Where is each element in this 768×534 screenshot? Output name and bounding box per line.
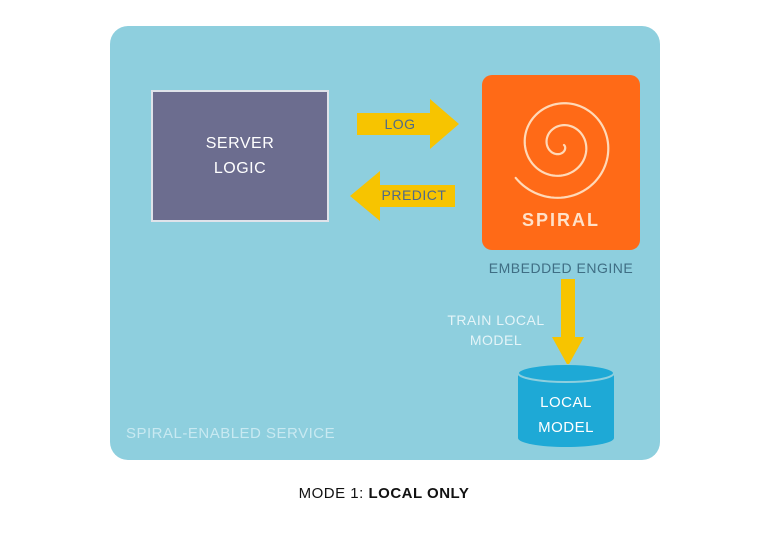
engine-name: SPIRAL bbox=[521, 210, 600, 230]
train-label-line1: TRAIN LOCAL bbox=[447, 312, 545, 328]
server-logic-label-line1: SERVER bbox=[205, 135, 275, 152]
caption-emphasis: LOCAL ONLY bbox=[368, 485, 470, 502]
train-label-line2: MODEL bbox=[469, 332, 523, 348]
service-label: SPIRAL-ENABLED SERVICE bbox=[126, 425, 336, 442]
spiral-engine-box: SPIRAL bbox=[482, 75, 640, 250]
log-arrow bbox=[357, 99, 459, 149]
predict-arrow bbox=[350, 171, 455, 221]
embedded-engine-label: EMBEDDED ENGINE bbox=[488, 260, 634, 276]
local-model-label: LOCAL MODEL bbox=[517, 390, 615, 440]
predict-label: PREDICT bbox=[381, 187, 447, 203]
train-local-model-label: TRAIN LOCAL MODEL bbox=[436, 310, 556, 350]
server-logic-box: SERVER LOGIC bbox=[151, 90, 329, 222]
caption-prefix: MODE 1: bbox=[298, 485, 364, 502]
log-label: LOG bbox=[384, 116, 416, 132]
local-model-line2: MODEL bbox=[538, 419, 594, 436]
server-logic-label-line2: LOGIC bbox=[213, 160, 267, 177]
local-model-line1: LOCAL bbox=[540, 394, 592, 411]
train-arrow bbox=[552, 279, 584, 366]
database-icon bbox=[517, 364, 615, 447]
spiral-icon bbox=[514, 102, 610, 199]
figure-caption: MODE 1: LOCAL ONLY bbox=[0, 485, 768, 502]
